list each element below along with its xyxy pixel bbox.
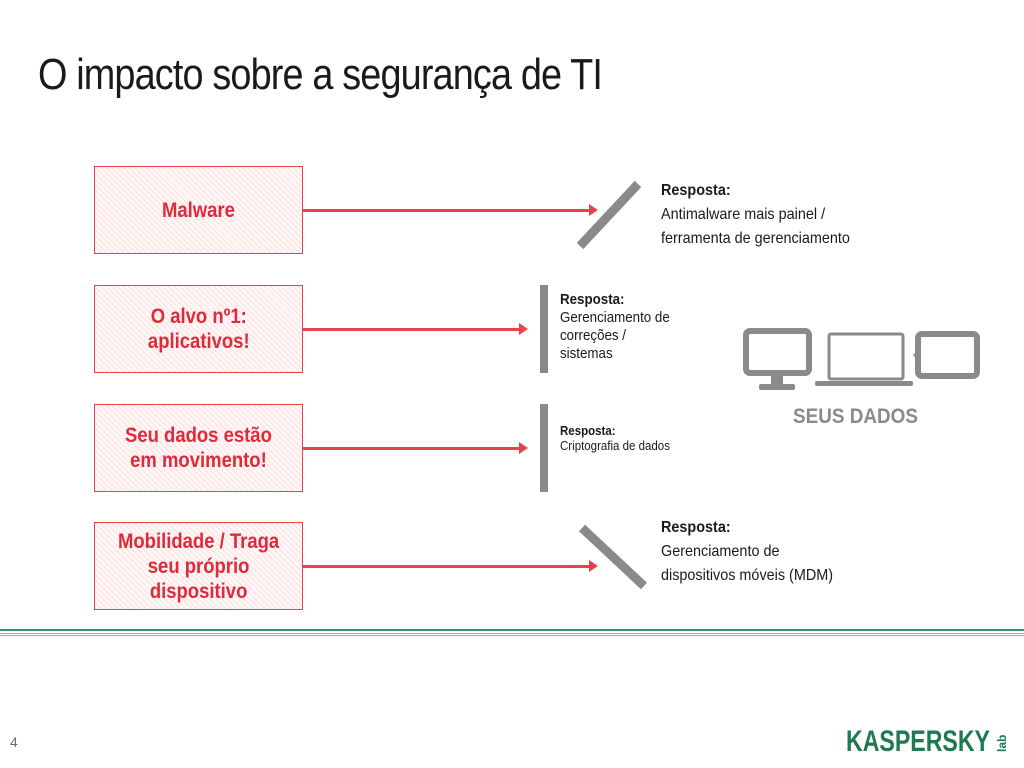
threat-box-applications: O alvo nº1:aplicativos! [94,285,303,373]
footer-rule-red [0,633,1024,634]
arrow-malware [303,204,598,216]
response-heading: Resposta: [661,519,731,536]
barrier-vertical-data [540,404,548,492]
response-antimalware: Resposta: Antimalware mais painel / ferr… [661,179,895,251]
arrow-data-in-motion [303,442,528,454]
response-mdm: Resposta: Gerenciamento de dispositivos … [661,516,877,588]
response-heading: Resposta: [560,424,616,438]
threat-label-line: dispositivo [149,579,248,603]
arrow-applications [303,323,528,335]
page-number: 4 [10,734,18,750]
threat-label-line: Mobilidade / Traga [117,529,280,553]
response-patch-management: Resposta: Gerenciamento de correções / s… [560,291,698,363]
tablet-icon [913,331,980,379]
footer-rule-green [0,629,1024,631]
arrow-mobility [303,560,598,572]
barrier-vertical-applications [540,285,548,373]
desktop-monitor-icon [743,328,812,390]
threat-label-line: seu próprio [147,554,250,578]
threat-label-line: O alvo nº1: [150,305,247,328]
slide-title: O impacto sobre a segurança de TI [38,50,603,99]
response-line: dispositivos móveis (MDM) [661,567,834,584]
response-line: correções / [560,328,626,344]
kaspersky-lab-logo: KASPERSKY lab [846,725,1009,758]
response-line: sistemas [560,346,613,362]
response-line: Criptografia de dados [560,439,670,453]
threat-label-line: aplicativos! [147,330,250,353]
response-heading: Resposta: [661,182,731,199]
footer-rule-grey [0,635,1024,636]
logo-text: KASPERSKY [846,725,990,758]
barrier-diagonal-down [578,524,648,590]
devices-group [743,328,980,390]
response-line: Antimalware mais painel / [661,206,826,223]
response-line: Gerenciamento de [661,543,780,560]
threat-box-malware: Malware [94,166,303,254]
response-encryption: Resposta: Criptografia de dados [560,424,698,454]
barrier-diagonal-up [576,180,642,250]
response-line: Gerenciamento de [560,310,670,326]
response-heading: Resposta: [560,292,625,308]
response-line: ferramenta de gerenciamento [661,230,850,247]
threat-label-line: em movimento! [130,449,267,472]
laptop-icon [815,332,913,386]
threat-label: O alvo nº1:aplicativos! [141,304,257,354]
your-data-label: SEUS DADOS [793,405,918,428]
threat-label-line: Seu dados estão [125,424,272,447]
logo-suffix: lab [995,735,1009,752]
threat-label: Malware [162,198,235,222]
